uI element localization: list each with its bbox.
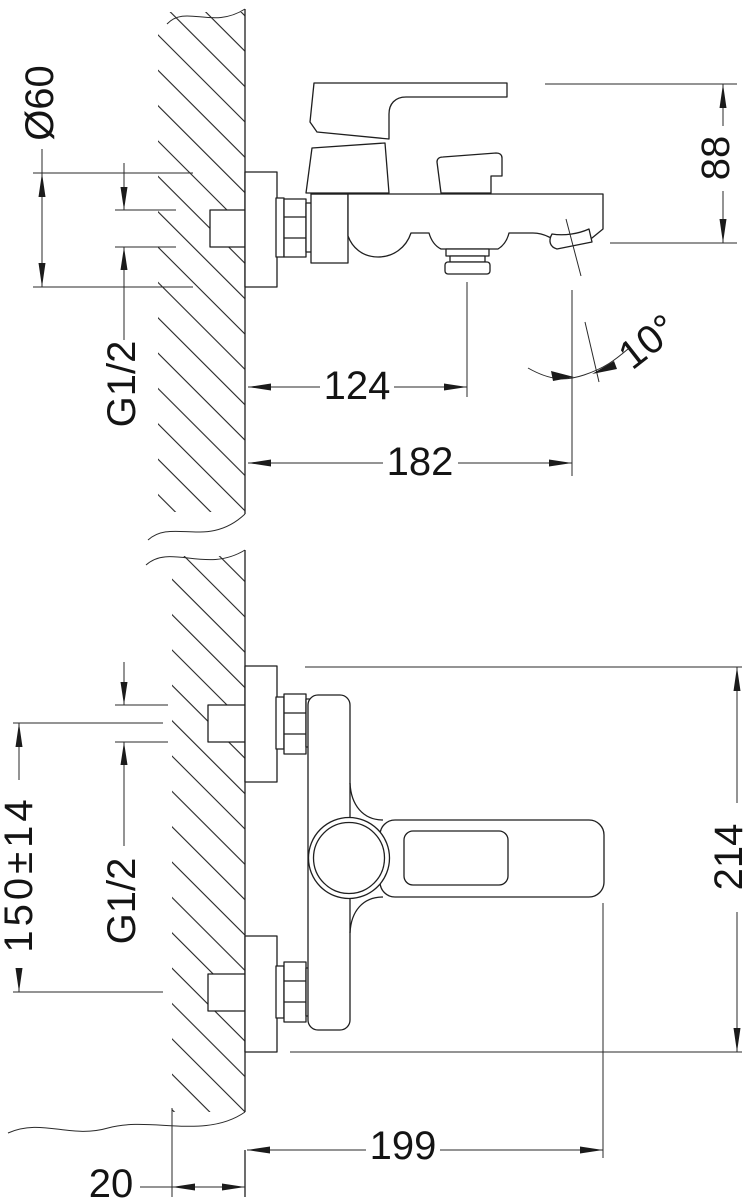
plan-washer-bottom (275, 965, 285, 1019)
plan-escutcheon-bottom (244, 935, 278, 1053)
arrow-g12-plan-top (120, 682, 128, 705)
plan-mounting-nut-bottom (283, 961, 307, 1023)
ext-lines-g12-side (115, 209, 176, 248)
side-washer (275, 197, 285, 258)
arrow-20-left (172, 1183, 195, 1191)
hose-outlet-nut (444, 261, 491, 275)
hose-outlet-ring-1 (445, 248, 490, 257)
arrow-199-left (247, 1146, 270, 1154)
side-nut-facets (284, 216, 306, 239)
dim-label-thread-side: G1/2 (100, 340, 144, 428)
plan-view-faucet (207, 665, 605, 1053)
ext-lines-d60 (33, 172, 193, 288)
wall-break-top (166, 8, 246, 25)
plan-nut-top-facets (284, 712, 306, 735)
arrow-124-left (248, 383, 271, 391)
arrow-150-top (15, 723, 23, 747)
dim-label-spacing-150: 150±14 (0, 795, 41, 953)
ext-lines-150 (13, 722, 163, 993)
side-view-faucet (209, 82, 604, 383)
plan-nut-bottom-facets (284, 980, 306, 1003)
side-mounting-nut (283, 198, 307, 258)
wall-break-middle-2 (145, 549, 246, 566)
ext-lines-214 (290, 666, 742, 1053)
dim-label-reach-182: 182 (386, 440, 454, 484)
dim-label-wall-20: 20 (88, 1162, 134, 1200)
wall-section (7, 8, 246, 1197)
angle-arc-10deg (527, 348, 629, 380)
dim-label-offset-124: 124 (323, 364, 391, 408)
dim-label-depth-214: 214 (707, 823, 748, 891)
plan-handle-dome-outer (307, 816, 391, 900)
plan-view-dimensions (13, 662, 742, 1197)
dim-label-flange-diameter: Ø60 (18, 65, 62, 141)
plan-lever-top-face (403, 830, 509, 886)
arrow-d60-top (38, 173, 46, 197)
arrow-124-right (444, 383, 467, 391)
dim-label-projection-199: 199 (369, 1124, 437, 1168)
wall-hatch-lower (172, 556, 245, 1112)
wall-break-bottom (7, 1111, 246, 1134)
side-wall-escutcheon (244, 171, 278, 288)
plan-body-lever-fillet-bottom (349, 896, 384, 934)
hose-outlet-ring-2 (449, 255, 486, 263)
arrow-214-top (733, 667, 741, 691)
plan-handle-dome-inner (312, 821, 386, 895)
side-body-column (310, 193, 349, 264)
ext-lines-88 (545, 83, 737, 244)
plan-mounting-nut-top (283, 693, 307, 755)
arrow-20-right (222, 1183, 245, 1191)
plan-pipe-stub-top (207, 704, 246, 743)
side-handle-cartridge (305, 142, 390, 194)
arrow-88-bottom (719, 219, 727, 243)
side-pipe-stub (209, 209, 246, 248)
arrow-10deg-left (551, 371, 574, 381)
side-view-dimensions (33, 83, 737, 476)
arrow-182-left (248, 459, 271, 467)
side-shower-hose-outlet (444, 248, 491, 275)
arrow-d60-bottom (38, 263, 46, 287)
dim-label-height-88: 88 (694, 135, 738, 181)
arrow-10deg-right (592, 361, 617, 374)
arrow-199-right (580, 1146, 603, 1154)
dim-label-thread-plan: G1/2 (100, 857, 144, 945)
wall-hatch-upper (158, 12, 245, 512)
wall-break-middle-1 (147, 513, 246, 541)
plan-pipe-stub-bottom (207, 973, 246, 1012)
arrow-g12-side-bottom (120, 247, 128, 270)
plan-washer-top (275, 696, 285, 750)
arrow-182-right (549, 459, 572, 467)
arrow-g12-plan-bottom (120, 742, 128, 765)
arrow-g12-side-top (120, 187, 128, 210)
side-handle-lever (309, 82, 508, 140)
arrow-88-top (719, 84, 727, 108)
plan-body-lever-fillet-top (349, 782, 384, 821)
side-diverter-knob (436, 152, 503, 194)
arrow-214-bottom (733, 1028, 741, 1052)
plan-escutcheon-top (244, 665, 278, 783)
arrow-150-bottom (15, 968, 23, 992)
